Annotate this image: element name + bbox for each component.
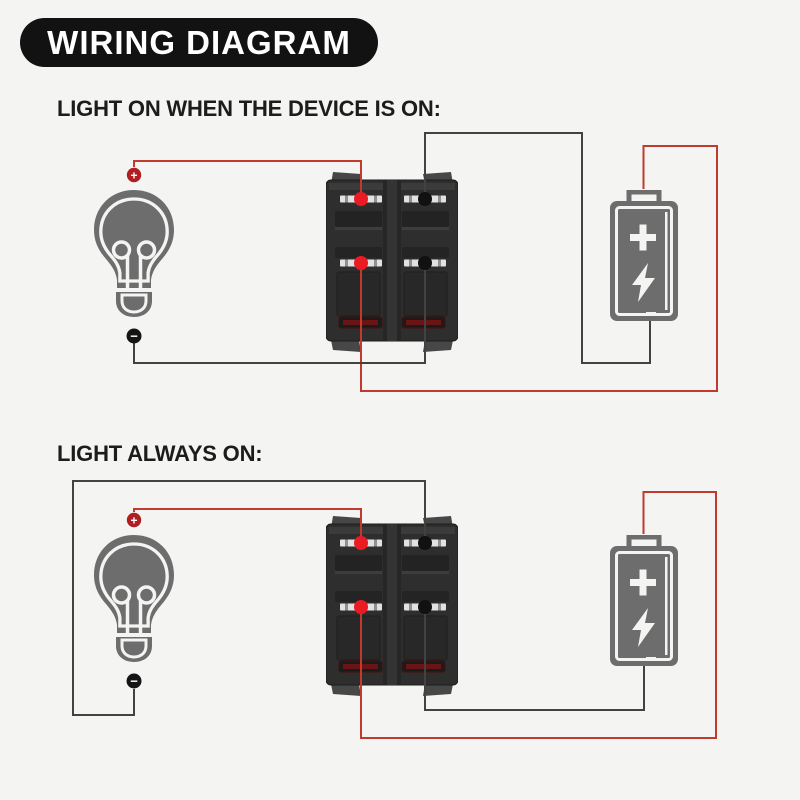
bulb2-plus-label: + [130,514,137,528]
rocker-switch-graphic [326,171,458,353]
switch1-terminal-top-left-dot [354,192,368,206]
bulb2-minus-badge [126,673,142,689]
section-1-title: LIGHT ON WHEN THE DEVICE IS ON: [57,96,441,121]
wire-d2-switch-mid-right-to-battery-minus [424,609,645,711]
switch2-terminal-top-left-dot [354,536,368,550]
wire-d2-switch-mid-left-to-battery-plus [360,491,717,739]
banner-title: WIRING DIAGRAM [47,23,351,61]
switch2-terminal-mid-right-dot [418,600,432,614]
wire-d1-switch-mid-left-to-battery-plus [360,145,718,392]
wire-d1-bulb-plus-to-switch-top-left [133,160,362,196]
switch1-terminal-mid-right-dot [418,256,432,270]
diagram-1: + − [92,132,718,392]
bulb1-minus-label: − [130,329,138,344]
bulb2-minus-label: − [130,674,138,689]
banner: WIRING DIAGRAM [20,18,378,67]
wire-d2-bulb-plus-to-switch-top-left [133,508,362,540]
switch1-terminal-top-right-dot [418,192,432,206]
bulb2-plus-badge [126,512,142,528]
switch1-terminal-mid-left-dot [354,256,368,270]
light-bulb-icon [92,533,176,664]
bulb1-plus-label: + [130,169,137,183]
battery-icon [610,537,678,666]
battery-icon [610,192,678,321]
bulb1-plus-badge [126,167,142,183]
section-2-title: LIGHT ALWAYS ON: [57,441,263,466]
switch2-terminal-mid-left-dot [354,600,368,614]
rocker-switch-graphic [326,515,458,697]
wire-d1-bulb-minus-to-switch-mid-right [133,265,426,364]
bulb1-minus-badge [126,328,142,344]
switch2-terminal-top-right-dot [418,536,432,550]
wire-d2-bulb-minus-to-switch-top-right [72,480,426,716]
light-bulb-icon [92,188,176,319]
wire-d1-switch-top-right-to-battery-minus [424,132,651,364]
diagram-2: + − [72,480,717,739]
